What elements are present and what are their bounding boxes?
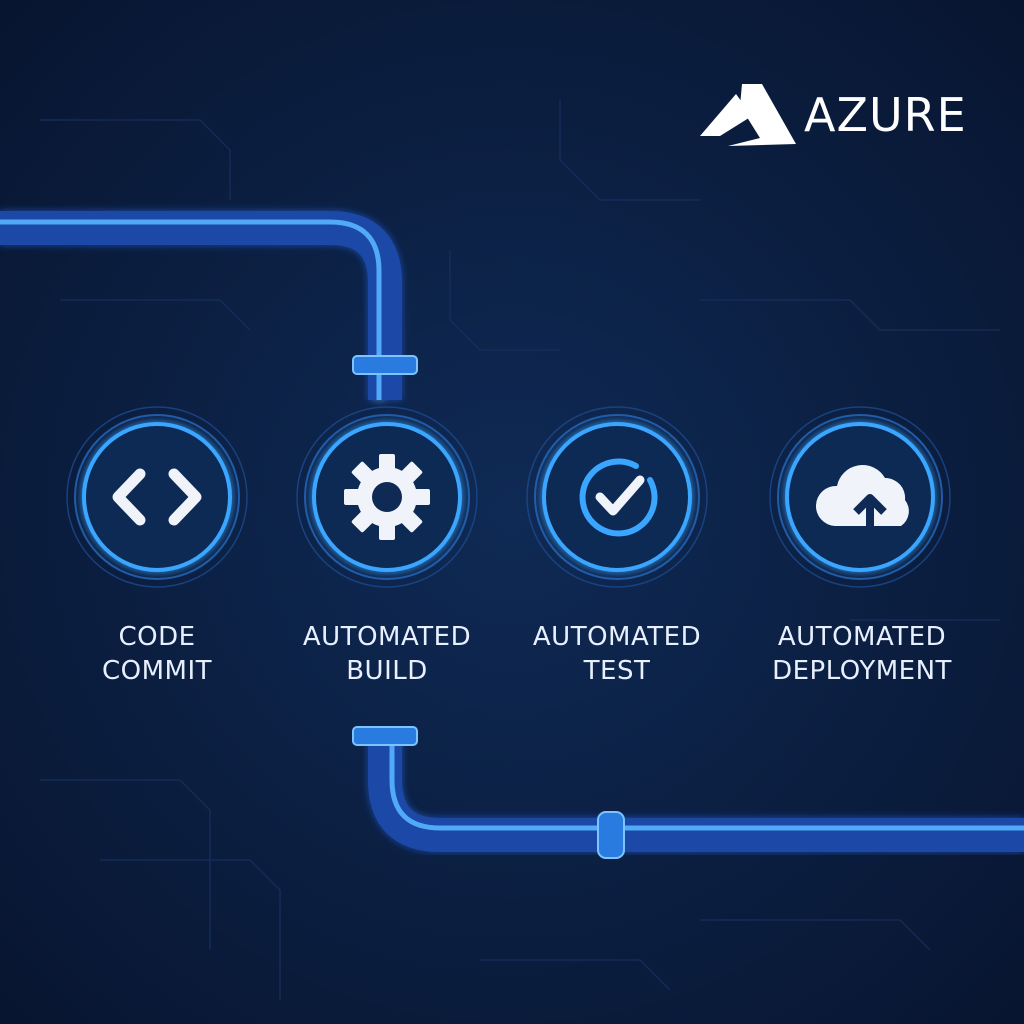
brand-name: AZURE [804, 88, 967, 142]
node-ring [296, 406, 478, 588]
pipe-coupling [352, 726, 418, 746]
node-ring [304, 414, 470, 580]
top-pipe [0, 211, 402, 400]
gear-icon [344, 454, 430, 540]
code-brackets-icon [112, 468, 202, 526]
node-ring [534, 414, 700, 580]
node-ring [526, 406, 708, 588]
bottom-pipe [368, 735, 1024, 852]
node-ring [82, 422, 232, 572]
node-ring [74, 414, 240, 580]
cloud-upload-icon [815, 465, 909, 530]
pipe-coupling [597, 811, 625, 859]
node-ring [777, 414, 943, 580]
stage-node [526, 406, 708, 588]
azure-logo-icon [700, 84, 796, 146]
node-ring [769, 406, 951, 588]
node-ring [66, 406, 248, 588]
check-circle-icon [579, 458, 658, 537]
azure-logo: AZURE [700, 84, 967, 146]
circuit-traces [40, 100, 1000, 1000]
node-ring [542, 422, 692, 572]
pipe-coupling [352, 355, 418, 375]
stage-node [66, 406, 248, 588]
